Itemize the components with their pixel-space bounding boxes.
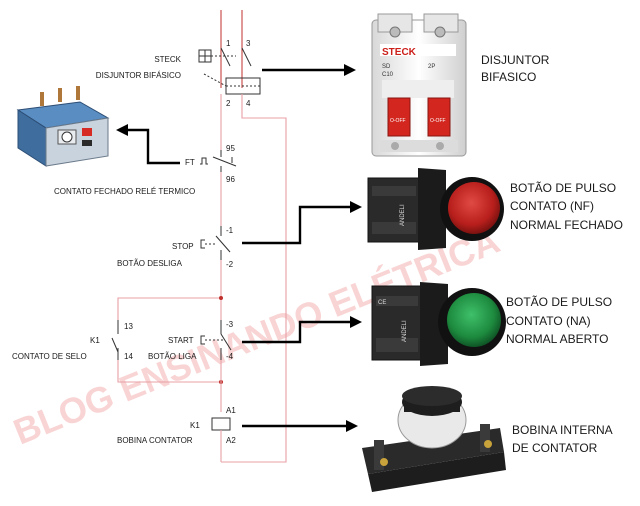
breaker-brand-label: STECK	[154, 55, 181, 64]
stop-terminal-1: -1	[226, 226, 234, 235]
coil-symbol	[211, 417, 231, 431]
seal-tag: K1	[90, 336, 100, 345]
stop-terminal-2: -2	[226, 260, 234, 269]
seal-contact-symbol	[111, 320, 119, 360]
breaker-name-label: DISJUNTOR BIFÁSICO	[96, 71, 181, 80]
breaker-title-line1: DISJUNTOR	[481, 53, 550, 67]
nc-button-brand: ANDELI	[400, 204, 406, 226]
nc-button-line1: BOTÃO DE PULSO	[510, 181, 616, 195]
seal-caption: CONTATO DE SELO	[12, 352, 87, 361]
breaker-brand: STECK	[382, 47, 417, 58]
nc-button-line3: NORMAL FECHADO	[510, 218, 623, 232]
stop-tag: STOP	[172, 242, 194, 251]
junction-dot-top	[219, 296, 223, 300]
control-circuit: 1 3 2 4 STECK DISJUNTOR BIFÁSICO FT 95 9…	[12, 10, 287, 463]
red-pushbutton-icon: ANDELI	[367, 168, 504, 250]
breaker-terminal-2: 2	[226, 99, 231, 108]
thermal-overload-relay-icon	[16, 86, 110, 167]
breaker-model: SD	[382, 64, 391, 70]
start-terminal-4: -4	[226, 352, 234, 361]
circuit-breaker-icon: STECK SD C10 2P O-OFF O-OFF	[371, 13, 467, 157]
no-button-line3: NORMAL ABERTO	[506, 332, 608, 346]
arrow-right-icon	[242, 201, 362, 245]
contactor-coil-icon	[362, 386, 506, 492]
breaker-terminal-4: 4	[246, 99, 251, 108]
thermal-terminal-96: 96	[226, 175, 235, 184]
breaker-rating: C10	[382, 72, 394, 78]
breaker-off-label-left: O-OFF	[390, 118, 406, 124]
no-button-brand: ANDELI	[402, 320, 408, 342]
seal-terminal-14: 14	[124, 352, 133, 361]
breaker-terminal-1: 1	[226, 39, 231, 48]
breaker-terminal-3: 3	[246, 39, 251, 48]
thermal-tag: FT	[185, 158, 195, 167]
seal-terminal-13: 13	[124, 322, 133, 331]
thermal-caption: CONTATO FECHADO RELÉ TERMICO	[54, 187, 195, 196]
seal-branch-return	[117, 360, 221, 383]
arrow-right-icon	[242, 420, 358, 432]
start-terminal-3: -3	[226, 320, 234, 329]
coil-terminal-a2: A2	[226, 436, 236, 445]
start-tag: START	[168, 336, 194, 345]
seal-branch-wire	[117, 297, 221, 320]
thermal-contact-symbol	[200, 150, 237, 172]
breaker-off-label-right: O-OFF	[430, 118, 446, 124]
green-pushbutton-icon: CE ANDELI	[371, 282, 506, 366]
coil-title-line1: BOBINA INTERNA	[512, 423, 613, 437]
breaker-poles: 2P	[428, 64, 435, 70]
arrows	[116, 64, 362, 432]
stop-button-symbol	[200, 226, 231, 260]
thermal-terminal-95: 95	[226, 144, 235, 153]
start-caption: BOTÃO LIGA	[148, 352, 197, 361]
no-button-line2: CONTATO (NA)	[506, 314, 591, 328]
nc-button-line2: CONTATO (NF)	[510, 199, 594, 213]
stop-caption: BOTÃO DESLIGA	[117, 259, 183, 268]
coil-title-line2: DE CONTATOR	[512, 441, 598, 455]
no-button-line1: BOTÃO DE PULSO	[506, 295, 612, 309]
return-wire	[221, 94, 287, 463]
start-button-symbol	[200, 320, 232, 360]
coil-terminal-a1: A1	[226, 406, 236, 415]
arrow-right-icon	[242, 316, 362, 344]
breaker-symbol	[198, 47, 261, 95]
arrow-left-icon	[116, 124, 180, 165]
no-button-ce: CE	[378, 300, 386, 306]
coil-tag: K1	[190, 421, 200, 430]
coil-caption: BOBINA CONTATOR	[117, 436, 193, 445]
breaker-title-line2: BIFASICO	[481, 70, 536, 84]
arrow-right-icon	[262, 64, 356, 76]
